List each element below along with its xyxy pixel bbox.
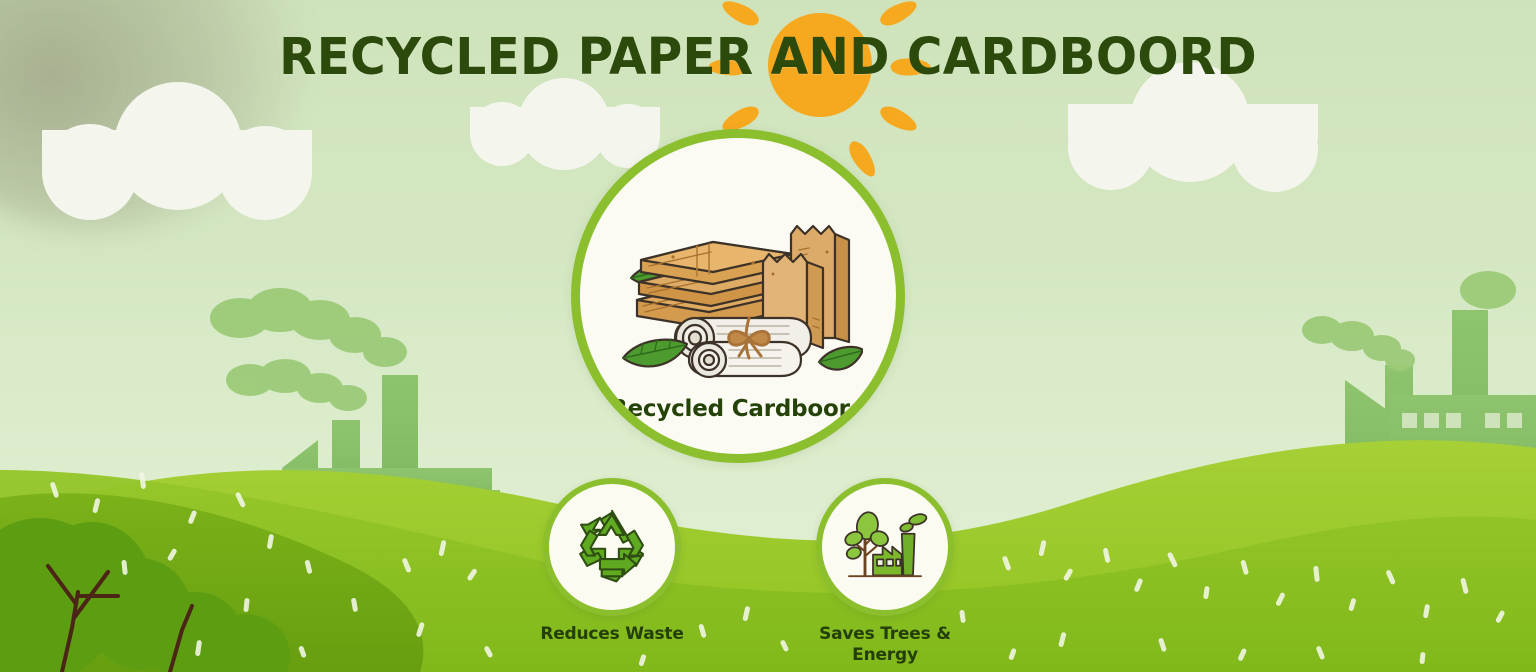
benefit-label-line-2: Energy — [852, 645, 918, 666]
cloud-center — [470, 78, 660, 170]
benefit-label: Saves Trees & Energy — [770, 624, 1000, 667]
recycle-icon — [579, 509, 644, 583]
benefit-label-line-1: Saves Trees & — [819, 624, 951, 644]
recycled-cardboard-illustration — [621, 224, 863, 379]
main-circle-label: Recycled Cardboord — [609, 396, 866, 422]
tree-factory-icon — [844, 511, 928, 578]
sun-icon — [708, 0, 931, 191]
cloud-left — [42, 82, 312, 220]
main-product-circle[interactable]: Recycled Cardboord — [571, 129, 905, 463]
page-title: RECYCLED PAPER AND CARDBOORD — [279, 28, 1257, 87]
benefit-circle[interactable] — [543, 478, 681, 616]
cloud-right — [1068, 62, 1318, 192]
benefit-circle[interactable] — [816, 478, 954, 616]
benefit-saves-trees-energy[interactable]: Saves Trees & Energy — [816, 478, 954, 665]
benefit-label: Reduces Waste — [540, 624, 684, 644]
benefit-reduces-waste[interactable]: Reduces Waste — [540, 478, 684, 644]
